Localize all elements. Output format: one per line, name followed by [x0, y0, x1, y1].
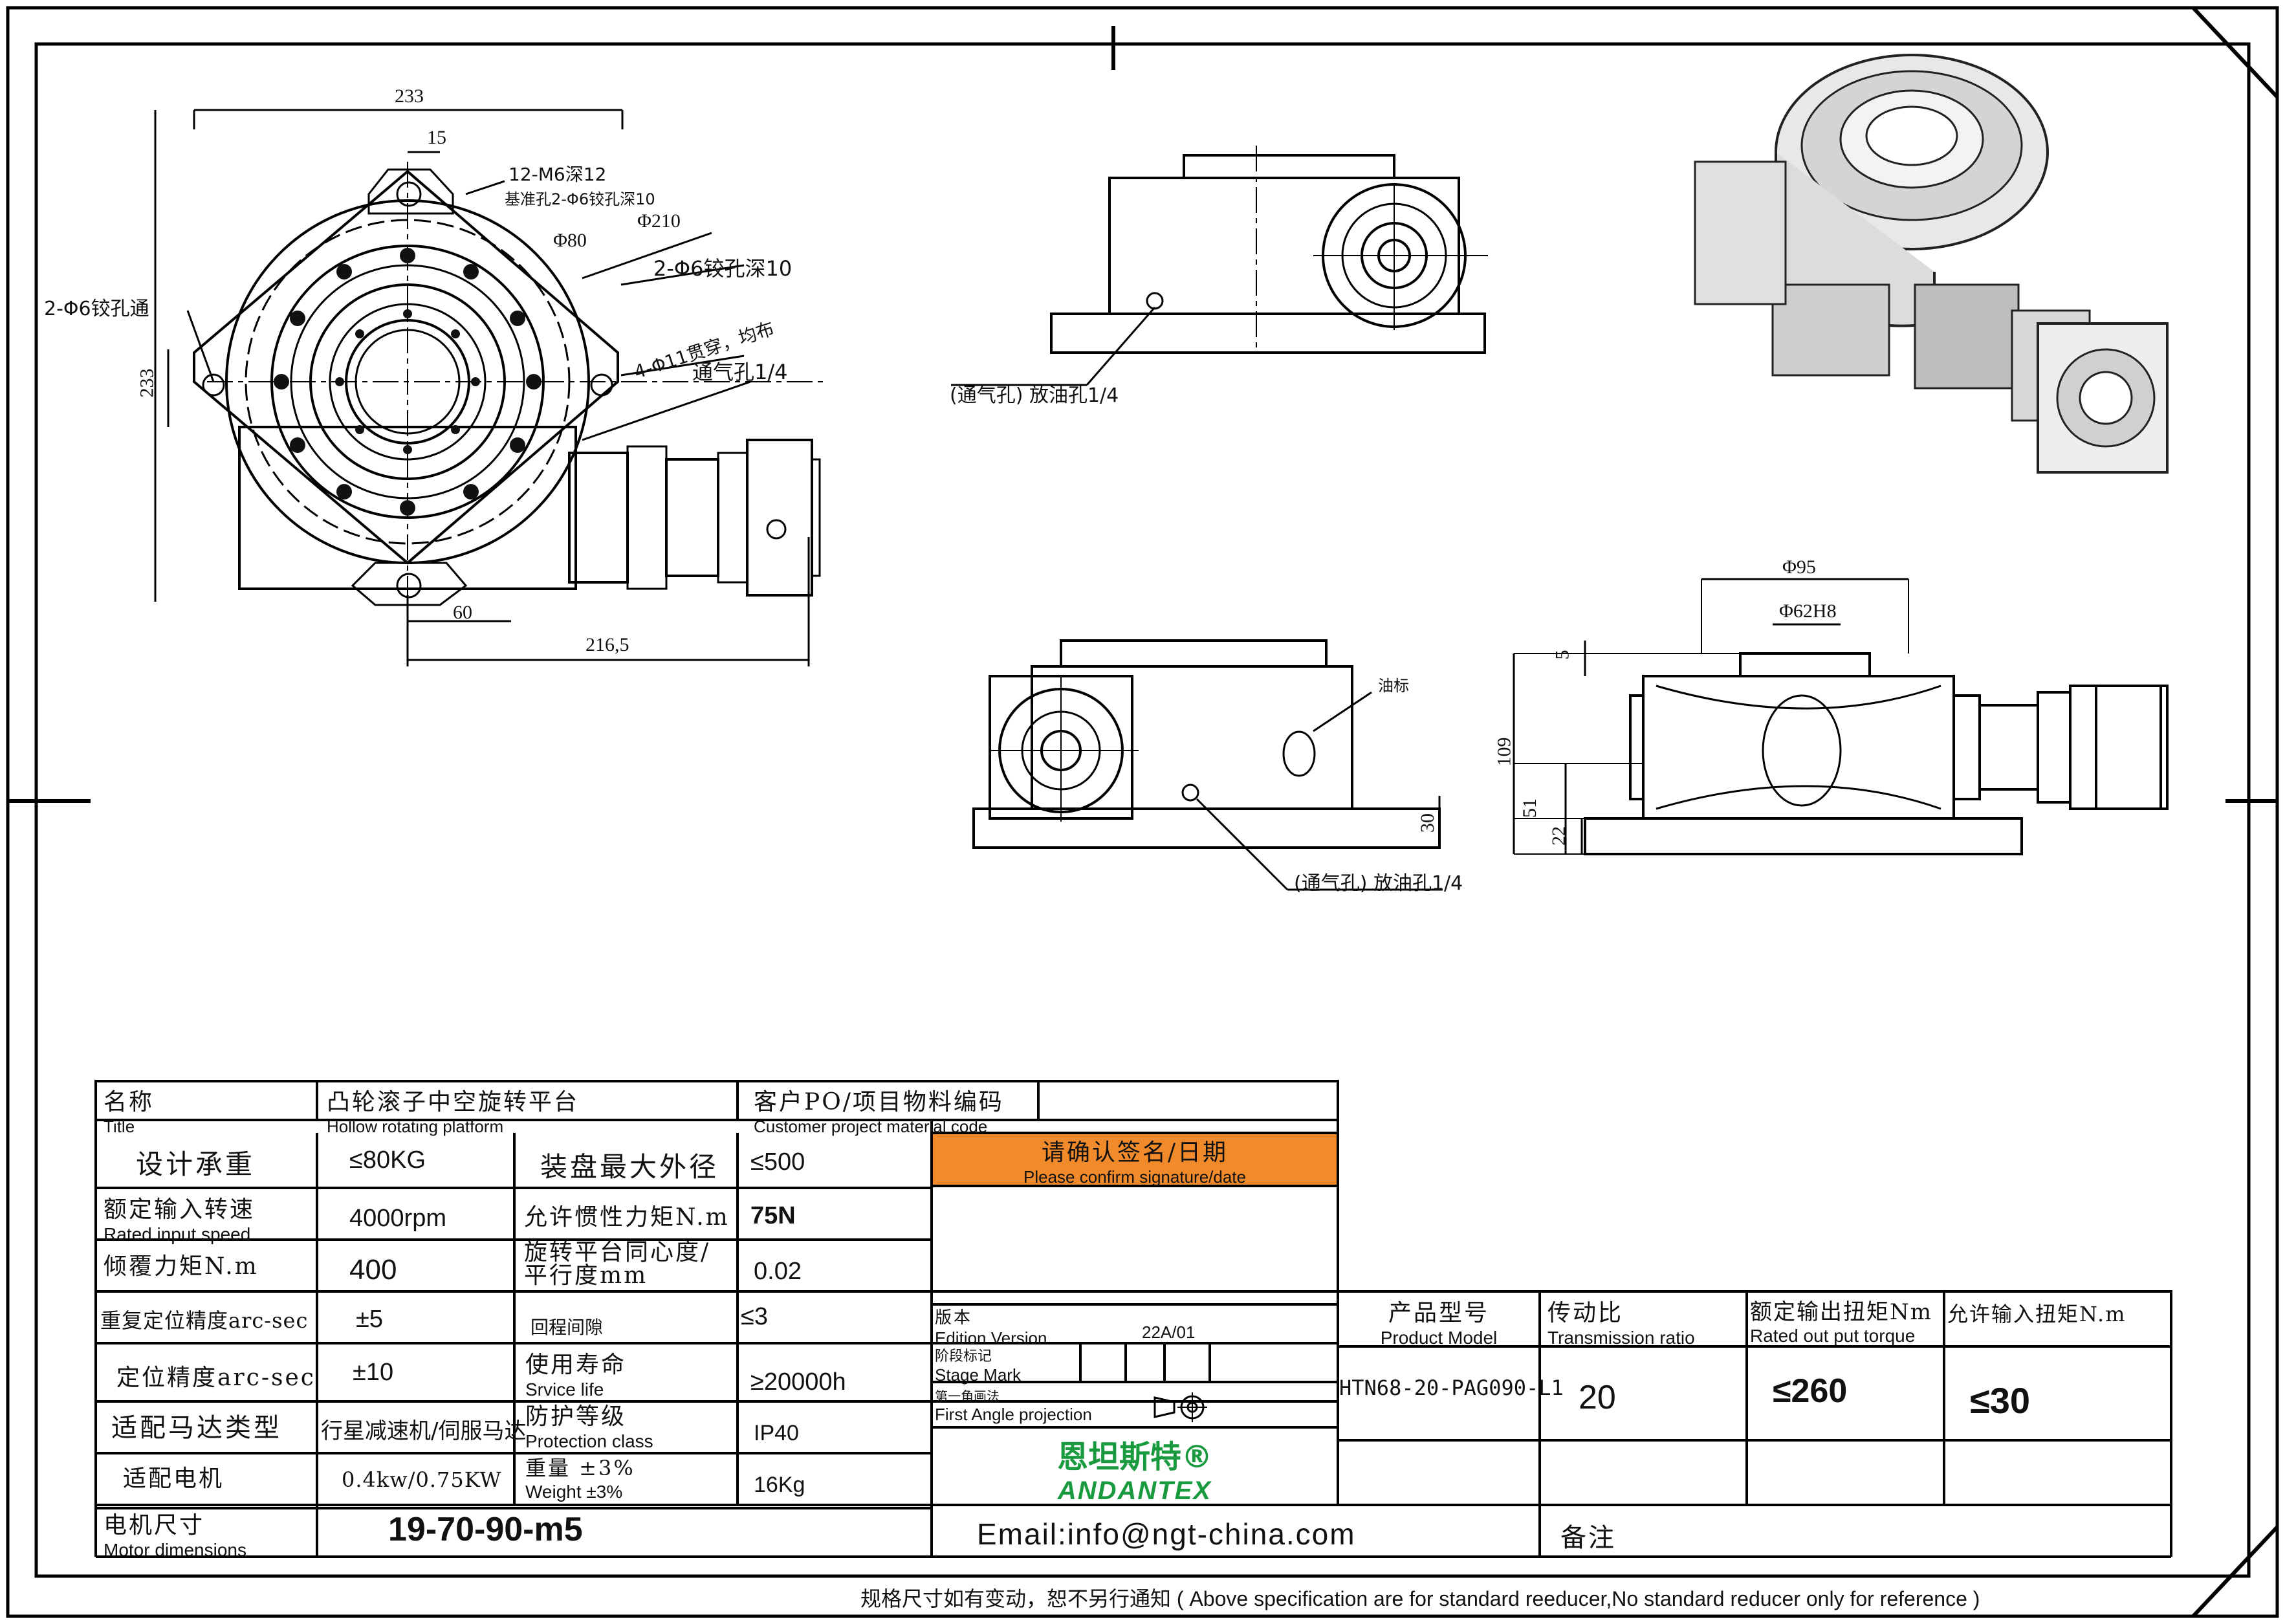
concentricity-label: 旋转平台同心度/平行度mm: [524, 1239, 711, 1289]
product-title: 凸轮滚子中空旋转平台 Hollow rotating platform: [327, 1089, 580, 1136]
dim-d80: Φ80: [553, 230, 587, 251]
note-air-2: (通气孔) 放油孔1/4: [950, 384, 1119, 407]
dim-d62: Φ62H8: [1779, 600, 1837, 622]
isometric-render: [1694, 54, 2169, 474]
model-value: HTN68-20-PAG090-L1: [1339, 1376, 1564, 1400]
inner-frame: [34, 42, 2251, 1578]
motor-type-value: 行星减速机/伺服马达: [321, 1418, 527, 1444]
speed-value: 4000rpm: [349, 1205, 446, 1232]
dim-d210: Φ210: [637, 210, 681, 232]
dim-d95: Φ95: [1782, 556, 1816, 578]
model-label: 产品型号 Product Model: [1380, 1300, 1498, 1348]
motor-dim-label: 电机尺寸 Motor dimensions: [104, 1512, 246, 1560]
weight-label: 重量 ±3% Weight ±3%: [525, 1456, 635, 1502]
note-air-1: 通气孔1/4: [692, 360, 788, 384]
note-ref-holes: 基准孔2-Φ6铰孔深10: [505, 190, 655, 208]
dim-22: 22: [1548, 826, 1569, 846]
load-value: ≤80KG: [349, 1147, 426, 1174]
outer-frame: [6, 6, 2279, 1618]
stage-label: 阶段标记 Stage Mark: [935, 1348, 1021, 1385]
note-m6: 12-M6深12: [508, 164, 607, 185]
motor-type-label: 适配马达类型: [111, 1413, 282, 1443]
footer-note: 规格尺寸如有变动，恕不另行通知 ( Above specification ar…: [860, 1587, 1980, 1610]
dim-216: 216,5: [585, 634, 629, 655]
backlash-label: 回程间隙: [530, 1317, 604, 1338]
protection-value: IP40: [754, 1421, 799, 1445]
confirm-box: 请确认签名/日期 Please confirm signature/date: [1023, 1139, 1246, 1187]
repeat-accuracy-label: 重复定位精度arc-sec: [100, 1308, 309, 1333]
inertia-label: 允许惯性力矩N.m: [524, 1204, 730, 1231]
tilt-value: 400: [349, 1254, 397, 1286]
name-label: 名称 Title: [104, 1089, 155, 1136]
note-pin-holes: 2-Φ6铰孔深10: [653, 256, 793, 281]
torque-value: ≤260: [1773, 1372, 1848, 1410]
load-label: 设计承重: [136, 1148, 256, 1180]
edition-label: 版本 Edition Version: [935, 1308, 1047, 1348]
corner-mark-br: [2191, 1525, 2279, 1618]
life-label: 使用寿命 Srvice life: [525, 1352, 627, 1399]
protection-label: 防护等级 Protection class: [525, 1403, 653, 1451]
position-accuracy-value: ±10: [353, 1359, 394, 1386]
ratio-label: 传动比 Transmission ratio: [1547, 1300, 1695, 1348]
input-torque-value: ≤30: [1970, 1380, 2031, 1421]
remark-label: 备注: [1560, 1523, 1616, 1553]
edition-value: 22A/01: [1142, 1322, 1196, 1342]
note-air-3: (通气孔) 放油孔1/4: [1294, 872, 1463, 895]
top-view-bolt-holes: [274, 248, 541, 516]
dim-51: 51: [1519, 798, 1540, 818]
po-label: 客户PO/项目物料编码 Customer project material co…: [754, 1089, 1004, 1136]
note-oil-gauge: 油标: [1378, 677, 1409, 695]
corner-mark-tr: [2191, 6, 2279, 99]
dim-60: 60: [453, 602, 472, 623]
weight-value: 16Kg: [754, 1473, 805, 1497]
tilt-label: 倾覆力矩N.m: [104, 1253, 259, 1280]
input-torque-label: 允许输入扭矩N.m: [1947, 1302, 2126, 1326]
projection-label: 第一角画法 First Angle projection: [935, 1388, 1092, 1424]
backlash-value: ≤3: [741, 1303, 768, 1330]
right-view: [1513, 578, 2169, 855]
company-logo: 恩坦斯特® ANDANTEX: [1056, 1439, 1212, 1505]
concentricity-value: 0.02: [754, 1258, 802, 1285]
dim-top-15: 15: [427, 127, 446, 148]
position-accuracy-label: 定位精度arc-sec: [116, 1365, 316, 1391]
email[interactable]: Email:info@ngt-china.com: [977, 1517, 1356, 1551]
side-view: [972, 639, 1443, 891]
dim-5: 5: [1551, 650, 1573, 660]
front-view: [951, 146, 1488, 386]
repeat-accuracy-value: ±5: [356, 1306, 383, 1333]
disk-label: 装盘最大外径: [540, 1151, 719, 1183]
title-block-grid: [94, 1080, 2172, 1558]
life-value: ≥20000h: [750, 1368, 846, 1396]
torque-label: 额定输出扭矩Nm Rated out put torque: [1750, 1299, 1932, 1346]
motor-value: 0.4kw/0.75KW: [342, 1467, 502, 1492]
dim-30: 30: [1417, 813, 1438, 833]
speed-label: 额定输入转速 Rated input speed: [104, 1196, 256, 1244]
disk-value: ≤500: [750, 1148, 805, 1176]
dim-109: 109: [1493, 737, 1515, 767]
ratio-value: 20: [1579, 1379, 1616, 1416]
dim-top-width: 233: [395, 85, 424, 107]
dim-side-233: 233: [136, 368, 158, 398]
motor-dim-value: 19-70-90-m5: [388, 1511, 583, 1548]
top-view: [154, 109, 828, 666]
inertia-value: 75N: [750, 1202, 796, 1229]
note-left-holes: 2-Φ6铰孔通: [44, 298, 149, 320]
motor-label: 适配电机: [123, 1465, 224, 1492]
